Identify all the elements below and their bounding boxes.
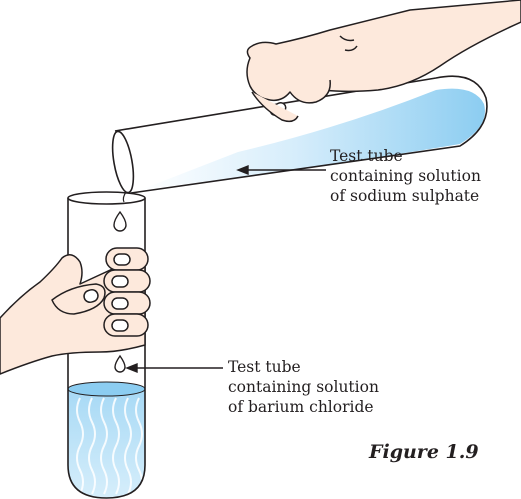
upper-tube-label-line-2: containing solution [330, 166, 481, 186]
upper-tube-label-line-3: of sodium sulphate [330, 186, 481, 206]
figure-caption: Figure 1.9 [369, 441, 479, 463]
lower-tube-label-line-2: containing solution [228, 377, 379, 397]
lower-tube-label: Test tube containing solution of barium … [228, 357, 379, 417]
lower-tube-label-line-1: Test tube [228, 357, 379, 377]
lower-tube-mouth [68, 192, 145, 204]
upper-tube-label: Test tube containing solution of sodium … [330, 146, 481, 206]
drop-1 [114, 212, 126, 231]
label-arrows [127, 166, 326, 372]
drop-2 [115, 356, 125, 372]
lower-tube-label-line-3: of barium chloride [228, 397, 379, 417]
left-hand [0, 248, 150, 374]
upper-tube-mouth [109, 130, 137, 194]
upper-tube-label-line-1: Test tube [330, 146, 481, 166]
